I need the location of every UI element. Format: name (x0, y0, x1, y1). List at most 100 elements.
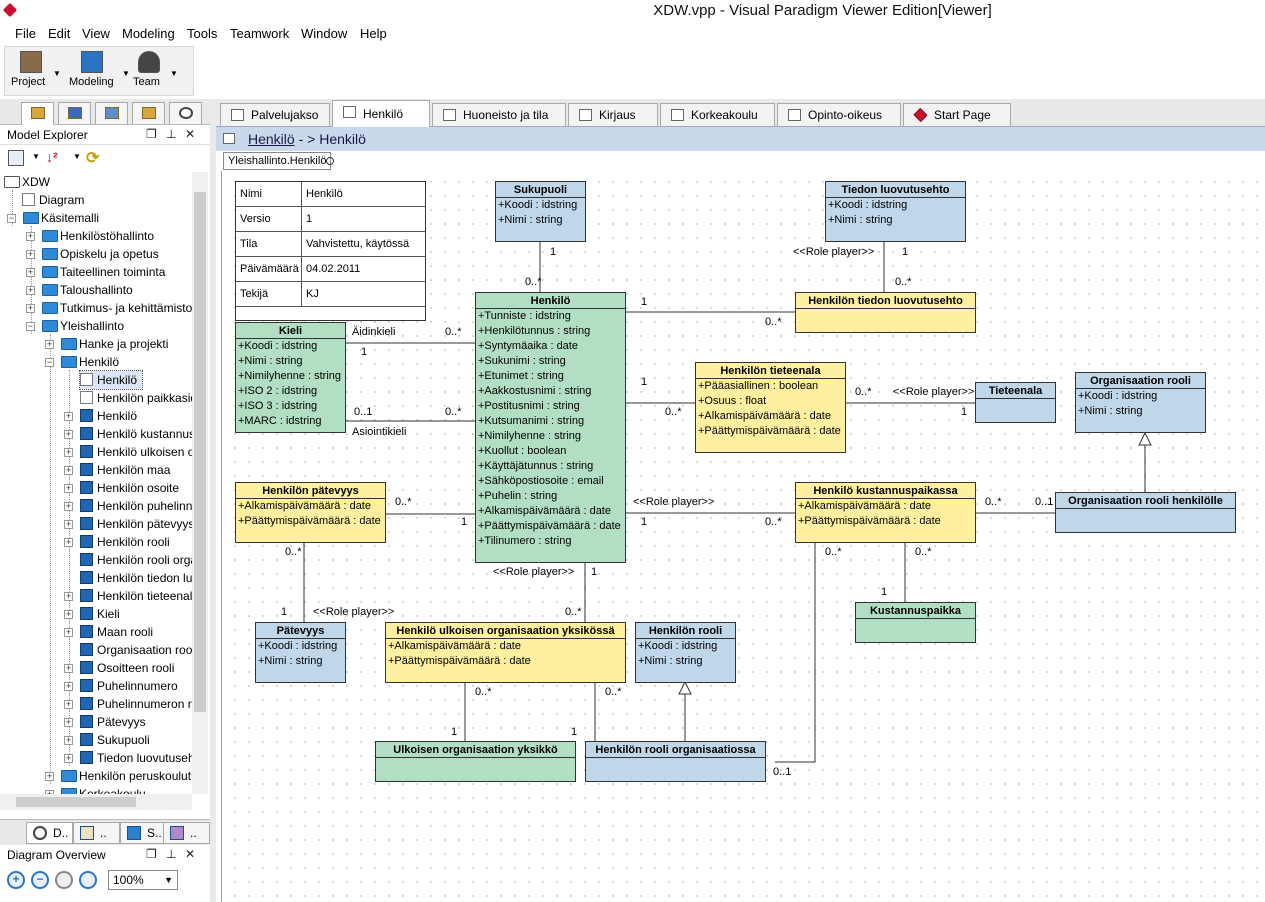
mult-label: 0..* (605, 686, 622, 698)
property-icon (80, 826, 94, 840)
tab-korkeakoulu[interactable]: Korkeakoulu (660, 103, 775, 126)
tab-start-page[interactable]: Start Page (903, 103, 1011, 126)
breadcrumb-link[interactable]: Henkilö (248, 131, 295, 147)
menu-edit[interactable]: Edit (48, 26, 71, 41)
main-toolbar: Project ▼ Modeling ▼ Team ▼ (0, 44, 1265, 98)
diagram-overview-toolbar: + − 100%▼ (0, 866, 210, 902)
menu-help[interactable]: Help (360, 26, 387, 41)
class-kieli[interactable]: Kieli +Koodi : idstring +Nimi : string +… (235, 322, 346, 433)
sort-icon[interactable]: ↓² (46, 149, 58, 165)
mult-label: 0..* (445, 406, 462, 418)
mult-label: 1 (451, 726, 458, 738)
mult-label: 1 (961, 406, 968, 418)
mult-label: 0..* (475, 686, 492, 698)
mult-label: 1 (281, 606, 288, 618)
class-henkilon-tieteenala[interactable]: Henkilön tieteenala +Pääasiallinen : boo… (695, 362, 846, 453)
stereotype-label: <<Role player>> (793, 246, 875, 258)
tab-palvelujakso[interactable]: Palvelujakso (220, 103, 330, 126)
mult-label: 1 (550, 246, 557, 258)
diagram-navigator-tab[interactable] (95, 102, 128, 124)
tree-vertical-scrollbar[interactable] (192, 172, 208, 794)
class-henkilo-kustannuspaikassa[interactable]: Henkilö kustannuspaikassa +Alkamispäiväm… (795, 482, 976, 543)
property-tab[interactable]: .. (73, 822, 120, 844)
search-tab[interactable] (169, 102, 202, 124)
pin-icon[interactable]: ⊥ (166, 127, 177, 141)
tree-horizontal-scrollbar[interactable] (0, 794, 192, 810)
panel-splitter[interactable] (210, 99, 216, 902)
window-title: XDW.vpp - Visual Paradigm Viewer Edition… (653, 2, 992, 19)
class-henkilo[interactable]: Henkilö +Tunniste : idstring +Henkilötun… (475, 292, 626, 563)
refresh-icon[interactable]: ⟳ (86, 150, 100, 167)
class-henkilon-rooli[interactable]: Henkilön rooli +Koodi : idstring +Nimi :… (635, 622, 736, 683)
connectors (303, 241, 1152, 763)
class-henkilon-patevyys[interactable]: Henkilön pätevyys +Alkamispäivämäärä : d… (235, 482, 386, 543)
stereotype-label: <<Role player>> (313, 606, 395, 618)
view-options-icon[interactable] (8, 150, 24, 166)
class-henkilon-rooli-organisaatiossa[interactable]: Henkilön rooli organisaatiossa (585, 741, 766, 782)
class-organisaation-rooli[interactable]: Organisaation rooli +Koodi : idstring +N… (1075, 372, 1206, 433)
tab-opinto-oikeus[interactable]: Opinto-oikeus (777, 103, 901, 126)
overview-pin-icon[interactable]: ⊥ (166, 847, 177, 861)
mult-label: 0..* (285, 546, 302, 558)
sort-dropdown-icon[interactable]: ▼ (73, 152, 81, 161)
project-dropdown-icon[interactable]: ▼ (53, 69, 61, 78)
class-henkilon-tiedon-luovutusehto[interactable]: Henkilön tiedon luovutusehto (795, 292, 976, 333)
class-repository-tab[interactable] (132, 102, 165, 124)
diagram-icon (788, 109, 801, 121)
zoom-out-icon[interactable]: − (31, 871, 49, 889)
tab-kirjaus[interactable]: Kirjaus (568, 103, 658, 126)
menu-file[interactable]: File (15, 26, 36, 41)
menu-window[interactable]: Window (301, 26, 348, 41)
overview-restore-icon[interactable]: ❐ (146, 847, 157, 861)
close-icon[interactable]: ✕ (185, 127, 196, 141)
overview-icon (33, 826, 47, 840)
zoom-in-icon[interactable]: + (7, 871, 25, 889)
diagram-overview-tab[interactable]: D.. (26, 822, 73, 844)
search-icon[interactable] (326, 157, 334, 165)
menu-view[interactable]: View (82, 26, 110, 41)
restore-icon[interactable]: ❐ (146, 127, 157, 141)
mult-label: 0..* (765, 516, 782, 528)
tab-huoneisto-ja-tila[interactable]: Huoneisto ja tila (432, 103, 566, 126)
mult-label: 0..* (855, 386, 872, 398)
menu-tools[interactable]: Tools (187, 26, 218, 41)
model-tree: XDW Diagram − Käsitemalli +Henkilöstöhal… (0, 172, 192, 794)
package-path-box[interactable]: Yleishallinto.Henkilö (223, 152, 332, 170)
team-icon (138, 51, 160, 73)
team-button[interactable]: Team (133, 51, 165, 88)
menu-modeling[interactable]: Modeling (122, 26, 175, 41)
start-page-icon (913, 107, 928, 123)
role-label-aidinkieli: Äidinkieli (352, 326, 396, 338)
resource-tab[interactable]: .. (163, 822, 210, 844)
zoom-select[interactable]: 100%▼ (108, 870, 178, 890)
repository-tab[interactable] (58, 102, 91, 124)
overview-close-icon[interactable]: ✕ (185, 847, 196, 861)
project-button[interactable]: Project (11, 51, 51, 88)
class-tiedon-luovutusehto[interactable]: Tiedon luovutusehto +Koodi : idstring +N… (825, 181, 966, 242)
tree-item-henkilo-diagram-selected[interactable]: Henkilö (79, 370, 143, 390)
diagram-overview-title: Diagram Overview (7, 848, 106, 862)
left-panel-tabs (0, 99, 210, 125)
diagram-overview-header: Diagram Overview ❐ ⊥ ✕ (0, 845, 210, 865)
team-dropdown-icon[interactable]: ▼ (170, 69, 178, 78)
tab-henkilo[interactable]: Henkilö (332, 100, 430, 127)
document-tabs: Palvelujakso Henkilö Huoneisto ja tila K… (216, 99, 1265, 127)
class-kustannuspaikka[interactable]: Kustannuspaikka (855, 602, 976, 643)
class-sukupuoli[interactable]: Sukupuoli +Koodi : idstring +Nimi : stri… (495, 181, 586, 242)
class-tieteenala[interactable]: Tieteenala (975, 382, 1056, 423)
zoom-actual-icon[interactable] (79, 871, 97, 889)
class-henkilo-ulkoisen-organisaation-yksikossa[interactable]: Henkilö ulkoisen organisaation yksikössä… (385, 622, 626, 683)
view-options-dropdown-icon[interactable]: ▼ (32, 152, 40, 161)
mult-label: 0..* (915, 546, 932, 558)
modeling-dropdown-icon[interactable]: ▼ (122, 69, 130, 78)
zoom-fit-icon[interactable] (55, 871, 73, 889)
diagram-icon (231, 109, 244, 121)
model-explorer-tab[interactable] (21, 102, 54, 125)
stereotype-tab[interactable]: S.. (120, 822, 167, 844)
class-organisaation-rooli-henkilolle[interactable]: Organisaation rooli henkilölle (1055, 492, 1236, 533)
class-ulkoisen-organisaation-yksikko[interactable]: Ulkoisen organisaation yksikkö (375, 741, 576, 782)
menu-teamwork[interactable]: Teamwork (230, 26, 290, 41)
modeling-button[interactable]: Modeling (69, 51, 115, 88)
class-patevyys[interactable]: Pätevyys +Koodi : idstring +Nimi : strin… (255, 622, 346, 683)
